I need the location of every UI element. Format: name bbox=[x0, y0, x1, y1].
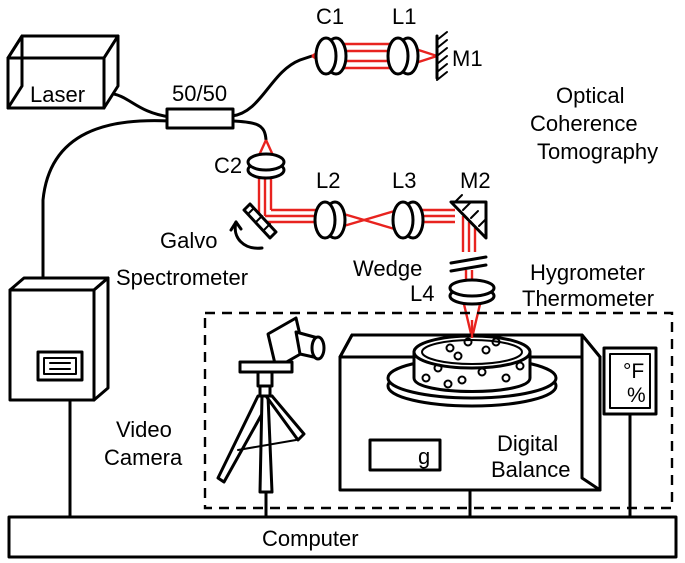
sample-particles bbox=[421, 337, 525, 389]
c2-label: C2 bbox=[214, 153, 242, 178]
mirror-m2: M2 bbox=[449, 168, 491, 240]
optical-fibers bbox=[41, 54, 314, 280]
optical-wedge: Wedge bbox=[353, 255, 488, 281]
environmental-enclosure bbox=[203, 311, 674, 510]
oct-title: Optical Coherence Tomography bbox=[530, 83, 658, 164]
hygrometer-unit-humidity: % bbox=[627, 384, 646, 407]
lens-l4: L4 bbox=[410, 278, 496, 306]
lens-l3: L3 bbox=[391, 168, 425, 240]
m1-label: M1 bbox=[452, 46, 483, 71]
hygrometer-thermometer: °F % bbox=[602, 346, 658, 416]
computer: Computer bbox=[7, 515, 678, 559]
wedge-label: Wedge bbox=[353, 256, 422, 281]
fiber-laser-to-coupler bbox=[106, 91, 172, 119]
galvo-mirror: Galvo bbox=[160, 202, 278, 253]
oct-title-line1: Optical bbox=[556, 83, 624, 108]
hygrometer-unit-temp: °F bbox=[623, 360, 644, 383]
galvo-label: Galvo bbox=[160, 228, 217, 253]
l2-label: L2 bbox=[316, 168, 340, 193]
collimator-c2: C2 bbox=[214, 152, 286, 180]
lens-l1: L1 bbox=[386, 4, 420, 76]
hygrometer-label-line1: Hygrometer bbox=[530, 260, 645, 285]
hygrometer-label-line2: Thermometer bbox=[522, 286, 654, 311]
reference-arm: C1 L1 M1 bbox=[311, 4, 483, 81]
laser-source: Laser bbox=[6, 34, 120, 110]
oct-title-line2: Coherence bbox=[530, 111, 638, 136]
c1-label: C1 bbox=[316, 4, 344, 29]
balance-display bbox=[368, 438, 442, 472]
balance-unit: g bbox=[418, 444, 430, 469]
fiber-coupler-to-sample bbox=[230, 119, 268, 142]
video-label-line1: Video bbox=[116, 417, 172, 442]
mirror-m1: M1 bbox=[435, 31, 483, 81]
fiber-coupler: 50/50 bbox=[165, 81, 235, 130]
video-camera: Video Camera bbox=[104, 316, 326, 494]
digital-balance: g Digital Balance bbox=[338, 320, 602, 492]
balance-label-line2: Balance bbox=[491, 457, 571, 482]
video-label-line2: Camera bbox=[104, 445, 183, 470]
spectrometer-label: Spectrometer bbox=[116, 265, 248, 290]
fiber-coupler-to-spectrometer bbox=[41, 119, 172, 280]
oct-title-line3: Tomography bbox=[537, 139, 658, 164]
coupler-label: 50/50 bbox=[172, 81, 227, 106]
collimator-c1: C1 bbox=[314, 4, 348, 76]
l3-label: L3 bbox=[392, 168, 416, 193]
lens-l2: L2 bbox=[313, 168, 347, 240]
computer-label: Computer bbox=[262, 526, 359, 551]
l4-label: L4 bbox=[410, 281, 434, 306]
spectrometer: Spectrometer bbox=[8, 265, 248, 402]
data-cables bbox=[68, 398, 632, 519]
laser-label: Laser bbox=[30, 82, 85, 107]
m2-label: M2 bbox=[460, 168, 491, 193]
hygrometer-title: Hygrometer Thermometer bbox=[522, 260, 654, 311]
fiber-coupler-to-reference bbox=[230, 54, 314, 118]
l1-label: L1 bbox=[392, 4, 416, 29]
balance-label-line1: Digital bbox=[497, 431, 558, 456]
sample-arm: C2 Galvo L2 L3 bbox=[160, 139, 496, 339]
galvo-rotation-arrow bbox=[229, 220, 243, 232]
